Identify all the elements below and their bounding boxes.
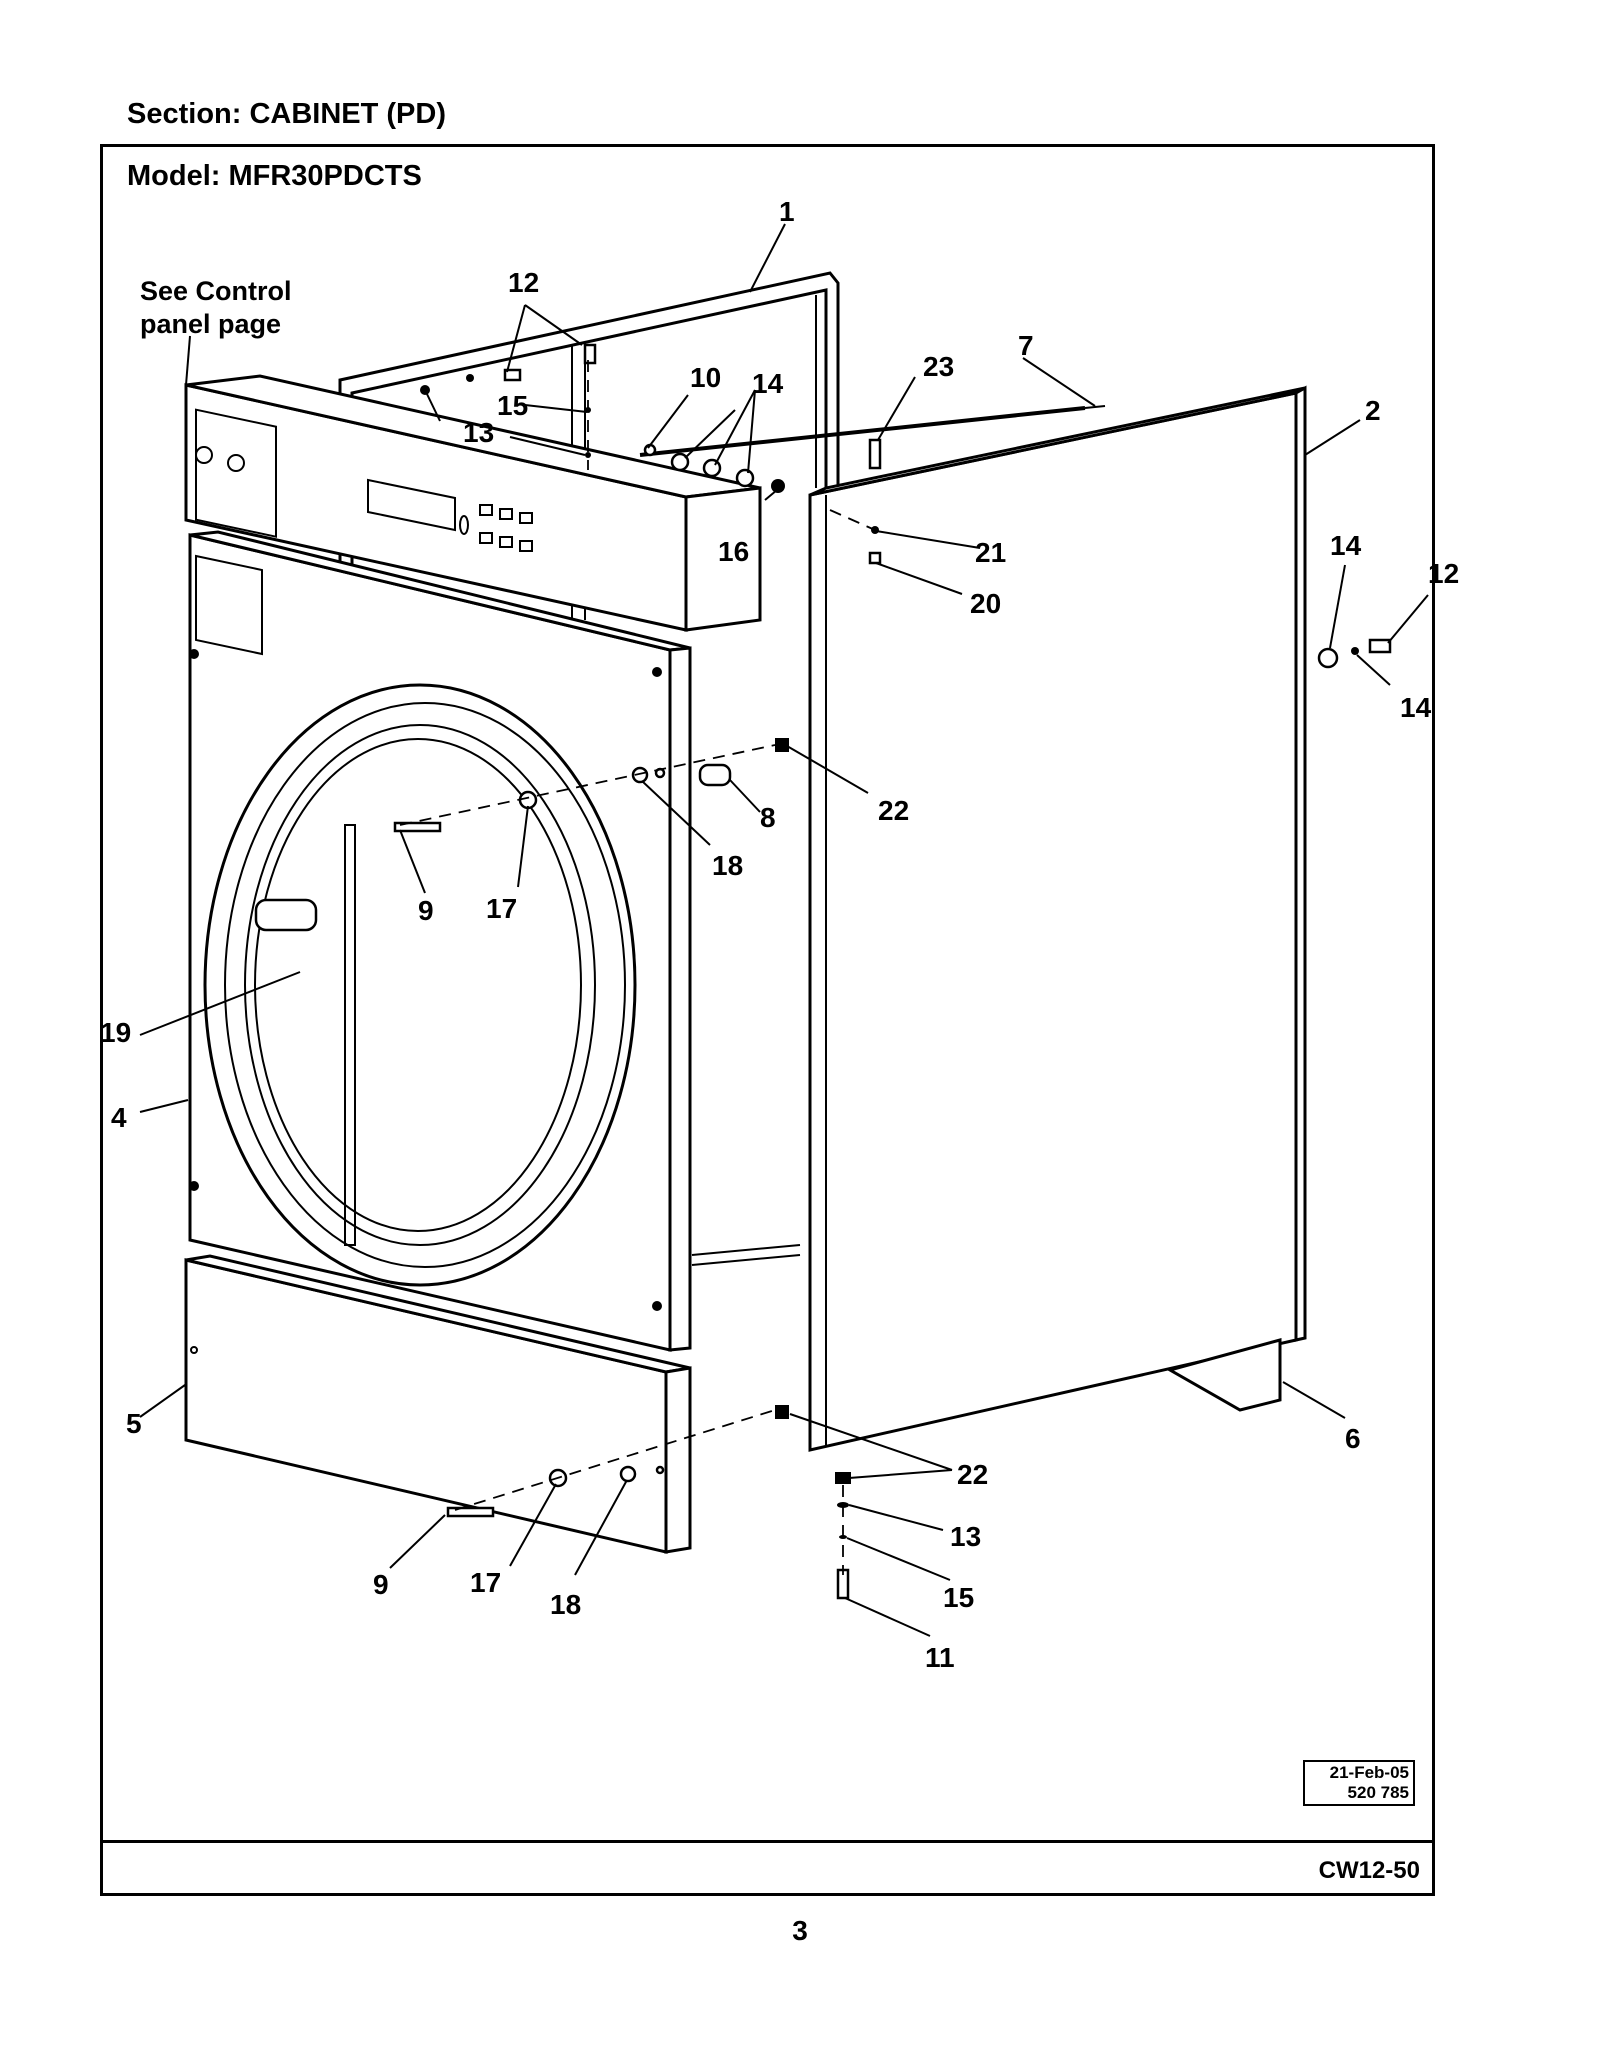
callout-14b: 14	[1330, 530, 1362, 561]
front-panel-part	[188, 530, 692, 1352]
callout-13a: 13	[463, 417, 494, 448]
page-number: 3	[792, 1915, 808, 1946]
callout-22a: 22	[878, 795, 909, 826]
note-line-2: panel page	[140, 309, 281, 339]
fasteners	[393, 343, 1392, 1600]
callout-22b: 22	[957, 1459, 988, 1490]
callout-4: 4	[111, 1102, 127, 1133]
control-panel-part	[184, 374, 762, 632]
callout-9b: 9	[373, 1569, 389, 1600]
callout-20: 20	[970, 588, 1001, 619]
leader-lines	[139, 223, 1429, 1637]
callout-9a: 9	[418, 895, 434, 926]
callout-5: 5	[126, 1408, 142, 1439]
stamp-number: 520 785	[1347, 1783, 1409, 1802]
callout-13b: 13	[950, 1521, 981, 1552]
callout-18b: 18	[550, 1589, 581, 1620]
callout-23: 23	[923, 351, 954, 382]
callout-15b: 15	[943, 1582, 974, 1613]
callout-19: 19	[100, 1017, 131, 1048]
callout-14c: 14	[1400, 692, 1432, 723]
document-code: CW12-50	[1318, 1857, 1420, 1884]
callout-12b: 12	[1428, 558, 1459, 589]
callout-10: 10	[690, 362, 721, 393]
section-title: Section: CABINET (PD)	[127, 98, 446, 130]
side-panel-part	[808, 385, 1307, 1452]
callout-11: 11	[925, 1642, 955, 1673]
diagram-frame	[100, 144, 1435, 1896]
footer-divider	[100, 1840, 1435, 1843]
callout-6: 6	[1345, 1423, 1361, 1454]
callout-21: 21	[975, 537, 1006, 568]
callout-1: 1	[779, 196, 795, 227]
callout-7: 7	[1018, 330, 1034, 361]
drawing-stamp: 21-Feb-05 520 785	[1303, 1760, 1415, 1806]
callout-17b: 17	[470, 1567, 501, 1598]
note-line-1: See Control	[140, 276, 292, 306]
callout-18a: 18	[712, 850, 743, 881]
callout-15a: 15	[497, 390, 528, 421]
callout-14a: 14	[752, 368, 784, 399]
model-title: Model: MFR30PDCTS	[127, 160, 422, 192]
callout-17a: 17	[486, 893, 517, 924]
callout-16: 16	[718, 536, 749, 567]
callout-8: 8	[760, 802, 776, 833]
callout-12a: 12	[508, 267, 539, 298]
callout-2: 2	[1365, 395, 1381, 426]
stamp-date: 21-Feb-05	[1329, 1763, 1409, 1782]
kick-panel-part	[184, 1254, 692, 1554]
